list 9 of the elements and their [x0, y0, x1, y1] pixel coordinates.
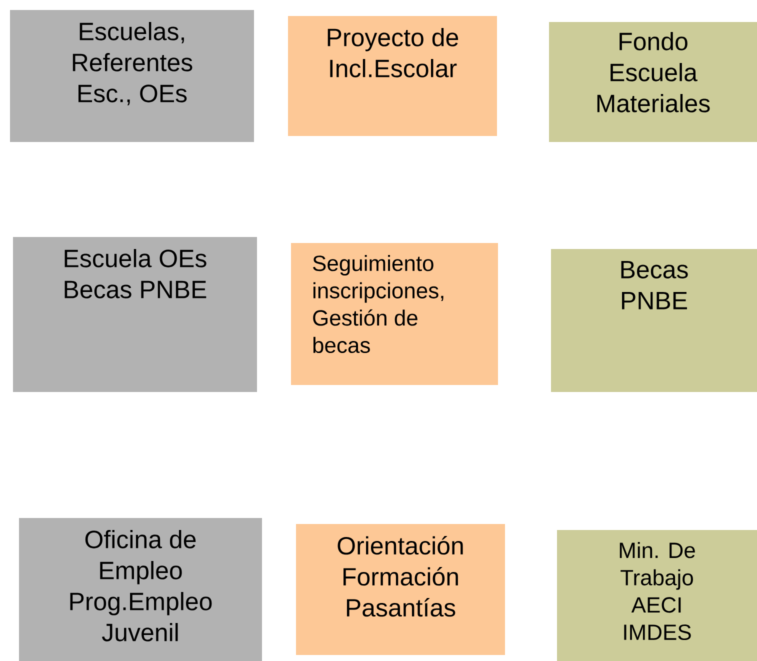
text-box: Proyecto de Incl.Escolar: [288, 16, 497, 136]
text-box: Fondo Escuela Materiales: [549, 22, 757, 142]
text-box: Orientación Formación Pasantías: [296, 524, 505, 655]
text-box: Oficina de Empleo Prog.Empleo Juvenil: [19, 518, 262, 661]
text-box: Seguimiento inscripciones, Gestión de becas: [291, 243, 498, 385]
text-box: Min. De Trabajo AECI IMDES: [557, 530, 757, 661]
text-box: Escuela OEs Becas PNBE: [13, 237, 257, 392]
text-box: Escuelas, Referentes Esc., OEs: [10, 10, 254, 142]
text-box: Becas PNBE: [551, 249, 757, 392]
